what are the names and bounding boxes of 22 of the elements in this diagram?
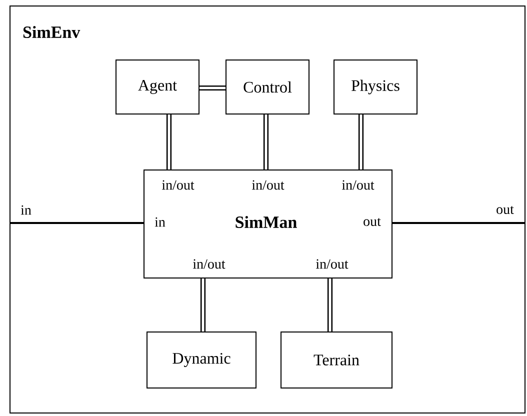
- port-label: in/out: [316, 259, 348, 269]
- port-label: in/out: [192, 259, 226, 269]
- port-label: in: [154, 217, 166, 227]
- double-line-connector: [263, 114, 269, 170]
- connector-line: [392, 222, 526, 224]
- component-box: Physics: [334, 60, 418, 114]
- double-line-connector: [200, 85, 226, 91]
- component-box: Control: [226, 60, 310, 114]
- double-line-connector: [200, 278, 206, 332]
- port-label: out: [364, 218, 381, 226]
- double-line-connector: [358, 114, 364, 170]
- double-line-connector: [166, 114, 172, 170]
- component-box: Dynamic: [146, 332, 256, 388]
- port-label: in/out: [162, 180, 194, 190]
- double-line-connector: [327, 278, 333, 332]
- port-label: in/out: [252, 180, 284, 190]
- edge-label: in: [20, 204, 32, 216]
- edge-label: out: [495, 205, 515, 215]
- component-box: Agent: [116, 60, 200, 114]
- component-box: Terrain: [280, 332, 392, 388]
- port-label: in/out: [342, 180, 374, 190]
- connector-line: [10, 222, 144, 224]
